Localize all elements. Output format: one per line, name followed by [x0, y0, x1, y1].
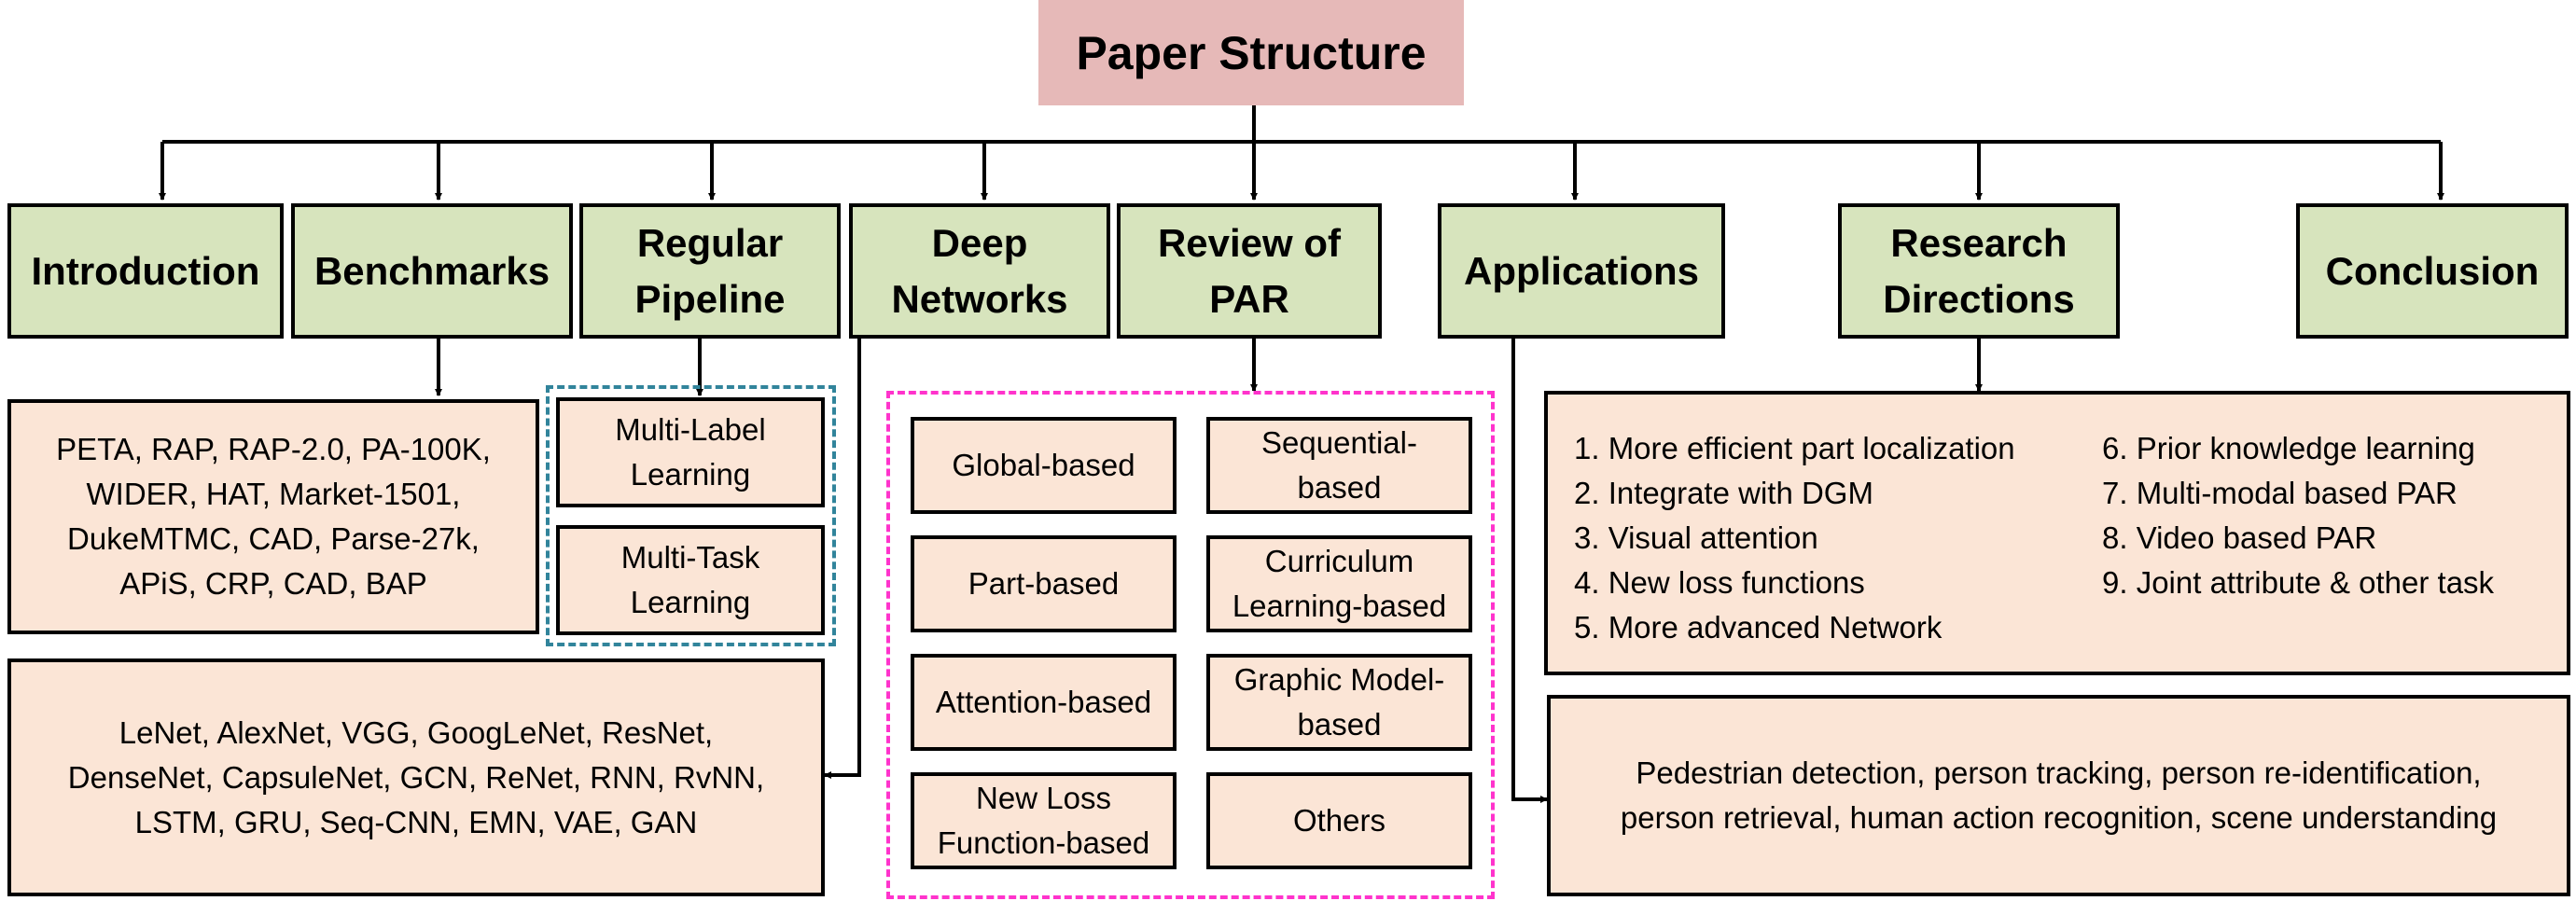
- par-method-label: Curriculum Learning-based: [1232, 544, 1447, 623]
- par-methods-group-border: [886, 391, 1495, 899]
- networks-box: LeNet, AlexNet, VGG, GoogLeNet, ResNet, …: [7, 658, 825, 896]
- section-conclusion-label: Conclusion: [2325, 248, 2540, 293]
- par-method-global: Global-based: [911, 417, 1177, 514]
- par-method-label: Graphic Model- based: [1233, 662, 1445, 742]
- section-introduction: Introduction: [7, 203, 284, 339]
- pipeline-item-label: Multi-Label Learning: [615, 412, 766, 492]
- direction-item: 1. More efficient part localization: [1574, 431, 2015, 465]
- section-review-of-par: Review of PAR: [1117, 203, 1382, 339]
- direction-item: 3. Visual attention: [1574, 520, 1818, 555]
- section-benchmarks: Benchmarks: [291, 203, 573, 339]
- direction-item: 7. Multi-modal based PAR: [2102, 476, 2458, 510]
- networks-text: LeNet, AlexNet, VGG, GoogLeNet, ResNet, …: [67, 714, 765, 839]
- section-applications-label: Applications: [1463, 248, 1700, 293]
- datasets-box: PETA, RAP, RAP-2.0, PA-100K, WIDER, HAT,…: [7, 399, 539, 634]
- par-method-label: Attention-based: [935, 685, 1152, 719]
- directions-column-right: 6. Prior knowledge learning 7. Multi-mod…: [2102, 426, 2494, 605]
- arrow-deep-networks-to-list: [824, 339, 861, 779]
- applications-box: Pedestrian detection, person tracking, p…: [1547, 695, 2570, 896]
- section-review-of-par-label: Review of PAR: [1157, 220, 1342, 321]
- section-applications: Applications: [1438, 203, 1725, 339]
- page-title: Paper Structure: [1038, 0, 1464, 105]
- par-method-attention: Attention-based: [911, 654, 1177, 751]
- research-directions-box: 1. More efficient part localization 2. I…: [1544, 391, 2570, 675]
- par-method-label: Part-based: [968, 566, 1120, 601]
- applications-text: Pedestrian detection, person tracking, p…: [1620, 755, 2498, 835]
- par-method-label: Global-based: [952, 448, 1135, 482]
- section-research-directions-label: Research Directions: [1883, 220, 2075, 321]
- page-title-text: Paper Structure: [1076, 26, 1427, 79]
- pipeline-group-border: [546, 385, 836, 646]
- directions-column-left: 1. More efficient part localization 2. I…: [1574, 426, 2015, 650]
- par-method-graphic-model: Graphic Model- based: [1206, 654, 1472, 751]
- par-method-label: Others: [1292, 803, 1386, 838]
- section-conclusion: Conclusion: [2296, 203, 2569, 339]
- pipeline-item-label: Multi-Task Learning: [620, 540, 760, 619]
- section-research-directions: Research Directions: [1838, 203, 2120, 339]
- section-deep-networks: Deep Networks: [849, 203, 1110, 339]
- direction-item: 9. Joint attribute & other task: [2102, 565, 2495, 600]
- par-method-part: Part-based: [911, 535, 1177, 632]
- direction-item: 6. Prior knowledge learning: [2102, 431, 2475, 465]
- par-method-curriculum: Curriculum Learning-based: [1206, 535, 1472, 632]
- direction-item: 2. Integrate with DGM: [1574, 476, 1873, 510]
- datasets-text: PETA, RAP, RAP-2.0, PA-100K, WIDER, HAT,…: [56, 432, 491, 601]
- direction-item: 8. Video based PAR: [2102, 520, 2377, 555]
- section-deep-networks-label: Deep Networks: [891, 220, 1068, 321]
- section-introduction-label: Introduction: [31, 248, 260, 293]
- par-method-new-loss: New Loss Function-based: [911, 772, 1177, 869]
- arrow-applications-to-list: [1511, 339, 1548, 803]
- pipeline-item-multi-task: Multi-Task Learning: [556, 525, 825, 635]
- pipeline-item-multi-label: Multi-Label Learning: [556, 397, 825, 507]
- section-benchmarks-label: Benchmarks: [313, 248, 550, 293]
- par-method-sequential: Sequential- based: [1206, 417, 1472, 514]
- par-method-others: Others: [1206, 772, 1472, 869]
- direction-item: 5. More advanced Network: [1574, 610, 1942, 645]
- direction-item: 4. New loss functions: [1574, 565, 1865, 600]
- par-method-label: New Loss Function-based: [937, 781, 1150, 860]
- section-regular-pipeline: Regular Pipeline: [579, 203, 841, 339]
- par-method-label: Sequential- based: [1261, 425, 1417, 505]
- section-regular-pipeline-label: Regular Pipeline: [634, 220, 786, 321]
